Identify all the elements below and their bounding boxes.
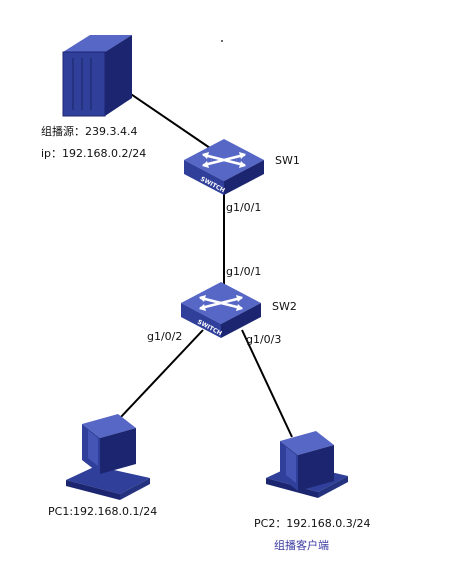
- sw1-port-down-label: g1/0/1: [226, 201, 262, 214]
- pc2-computer-icon: [266, 431, 348, 498]
- pc2-label: PC2：192.168.0.3/24: [254, 517, 371, 530]
- switch-sw1-icon: [184, 139, 264, 195]
- link-source-sw1: [121, 87, 211, 149]
- server-icon: [62, 35, 132, 117]
- sw1-name-label: SW1: [275, 154, 300, 167]
- sw2-port-right-label: g1/0/3: [246, 333, 282, 346]
- source-ip-label: ip：192.168.0.2/24: [41, 147, 147, 160]
- pc2-role-label: 组播客户端: [274, 539, 329, 552]
- sw2-port-up-label: g1/0/1: [226, 265, 262, 278]
- sw2-name-label: SW2: [272, 300, 297, 313]
- link-sw2-pc2: [241, 329, 293, 438]
- pc1-label: PC1:192.168.0.1/24: [48, 505, 158, 518]
- source-group-label: 组播源：239.3.4.4: [41, 125, 138, 138]
- link-sw2-pc1: [119, 329, 204, 419]
- pc1-computer-icon: [66, 414, 150, 500]
- stray-dot: [221, 40, 223, 42]
- sw2-port-left-label: g1/0/2: [147, 330, 183, 343]
- switch-sw2-icon: [181, 282, 261, 338]
